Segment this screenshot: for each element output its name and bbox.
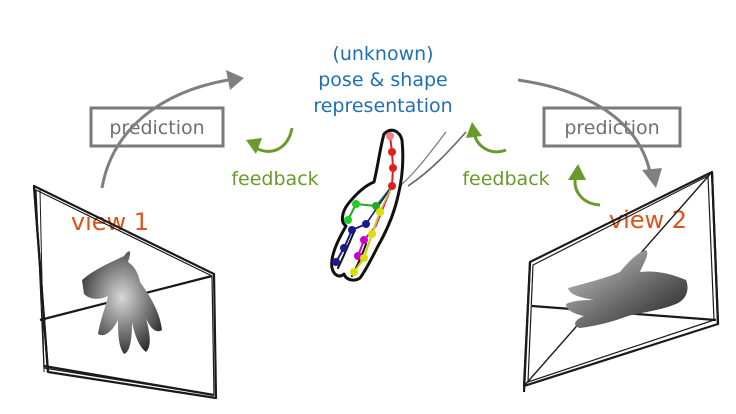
view1-depth-hand xyxy=(82,251,162,354)
right-prediction-box: prediction xyxy=(542,106,682,148)
left-feedback-label: feedback xyxy=(231,168,318,190)
right-feedback-arrow-2 xyxy=(573,175,601,207)
center-label-line2: pose & shape xyxy=(318,69,448,91)
center-label-line3: representation xyxy=(313,95,452,117)
left-prediction-label: prediction xyxy=(109,117,204,139)
right-feedback-label: feedback xyxy=(462,168,549,190)
left-feedback-arrowhead xyxy=(246,138,262,154)
center-label-line1: (unknown) xyxy=(332,43,433,65)
right-feedback-arrowhead xyxy=(466,122,482,138)
right-prediction-arrowhead xyxy=(642,168,662,188)
left-prediction-arrowhead xyxy=(226,70,244,90)
right-prediction-arrow xyxy=(517,78,652,173)
hand-skeleton xyxy=(332,132,397,276)
right-feedback-arrowhead-2 xyxy=(568,164,586,180)
right-prediction-label: prediction xyxy=(564,117,659,139)
view2-depth-hand xyxy=(566,250,688,328)
arm-sketch-line-2 xyxy=(399,131,447,187)
left-feedback-arrow xyxy=(255,127,294,153)
arm-sketch-line-1 xyxy=(407,131,467,187)
left-prediction-arrow xyxy=(100,78,229,189)
left-prediction-box: prediction xyxy=(89,106,225,148)
